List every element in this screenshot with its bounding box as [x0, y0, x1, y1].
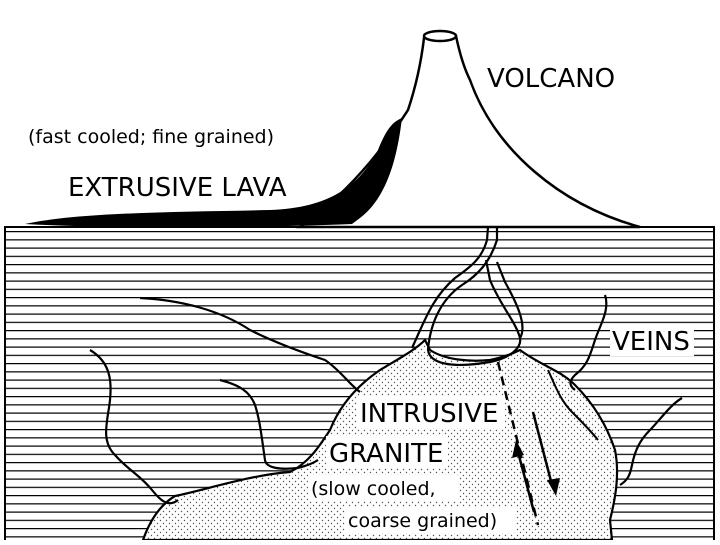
intrusive-label: INTRUSIVE	[360, 399, 498, 429]
volcano-label: VOLCANO	[487, 64, 615, 94]
coarse-grained-label: coarse grained)	[348, 510, 497, 532]
fast-cooled-label: (fast cooled; fine grained)	[28, 126, 274, 148]
granite-label: GRANITE	[329, 439, 443, 469]
volcano-crater	[424, 31, 456, 41]
veins-label: VEINS	[612, 327, 690, 357]
extrusive-lava-label: EXTRUSIVE LAVA	[68, 173, 287, 203]
slow-cooled-label: (slow cooled,	[311, 478, 436, 500]
